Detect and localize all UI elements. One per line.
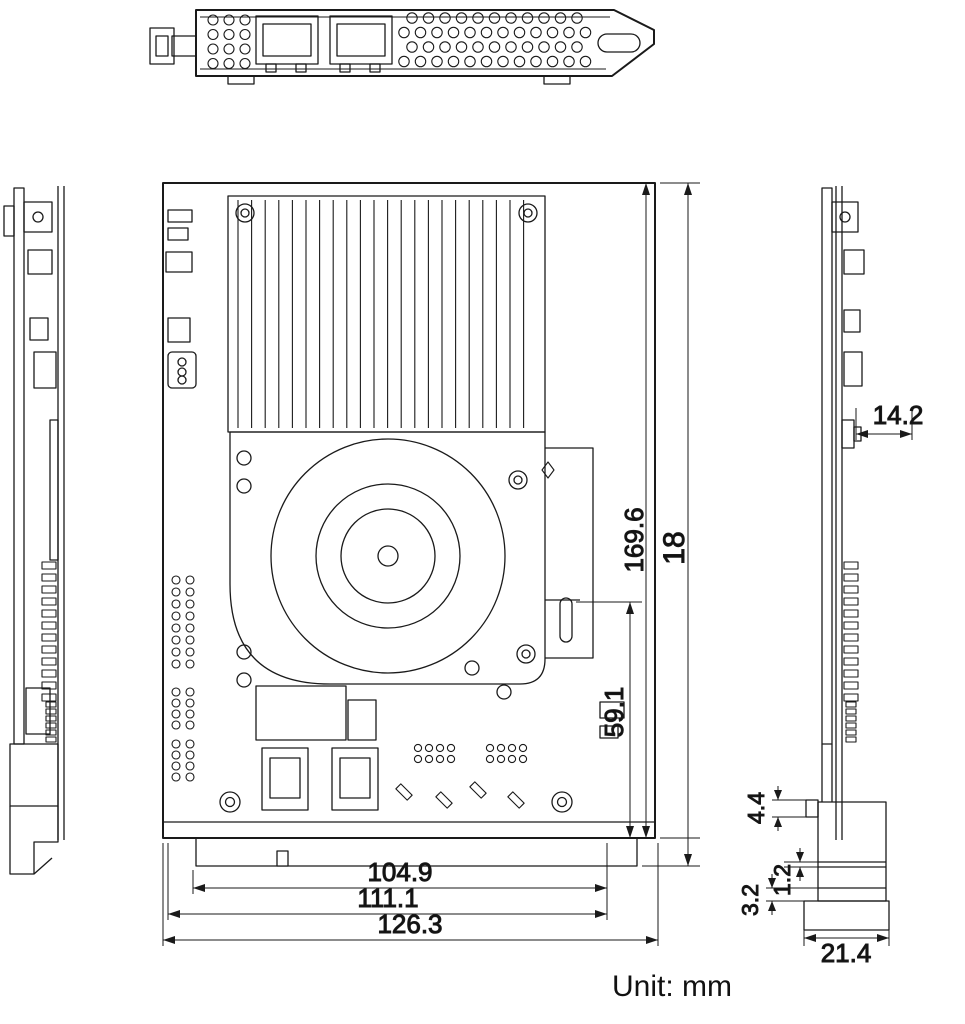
pin-header-3 (171, 739, 195, 782)
pin-header-1 (171, 575, 195, 669)
bracket-edge (821, 187, 833, 745)
unit-note: Unit: mm (612, 970, 732, 1003)
main-front-view (162, 182, 656, 867)
solder-pad-cluster-1 (413, 743, 456, 764)
bracket-top-tab (23, 201, 53, 233)
bracket-tab-left (227, 75, 255, 85)
dim-label-111-1: 111.1 (357, 883, 418, 913)
dim-label-14-2: 14.2 (873, 400, 924, 430)
fan-shroud (229, 431, 546, 685)
bracket-screw-slot (597, 33, 641, 53)
bracket-hook (149, 27, 175, 65)
pin-header-2 (171, 687, 195, 730)
dim-label-169-6: 169.6 (619, 507, 649, 572)
left-components (165, 209, 197, 389)
heatsink-screws (235, 203, 538, 223)
bottom-connectors (255, 685, 379, 811)
bracket-foot (803, 799, 890, 931)
shroud-screws (236, 450, 555, 700)
heatsink-fins (237, 200, 525, 428)
dim-label-21-4: 21.4 (821, 938, 872, 968)
mount-screws (219, 791, 573, 813)
bracket-top-tab (831, 201, 859, 233)
pin-header-side-lower (845, 701, 857, 743)
bracket-foot (9, 743, 59, 807)
solder-pad-cluster-2 (485, 743, 528, 764)
heatsink (227, 195, 546, 433)
display-connector-1 (255, 15, 319, 73)
dimension-arrowheads (163, 183, 912, 944)
dim-label-18: 18 (658, 531, 691, 564)
bracket-edge (13, 187, 25, 745)
vent-hole-group-left (207, 14, 251, 70)
bracket-tab-right (543, 75, 571, 85)
dim-label-3-2: 3.2 (737, 884, 763, 916)
pin-header-side (41, 561, 57, 702)
right-side-view (803, 186, 890, 931)
dim-label-1-2: 1.2 (769, 864, 795, 896)
pin-header-side (843, 561, 859, 702)
pcie-edge-connector (195, 838, 638, 867)
diagonal-components (395, 781, 525, 809)
display-connector-2 (329, 15, 393, 73)
dim-label-59-1: 59.1 (599, 687, 629, 738)
vent-hole-group-right (398, 12, 592, 68)
card-outline (162, 182, 656, 839)
pin-header-side-lower (45, 701, 57, 743)
blower-fan (270, 438, 506, 674)
dim-label-104-9: 104.9 (367, 857, 432, 887)
dim-label-4-4: 4.4 (743, 792, 769, 824)
bracket-top-view (149, 9, 655, 85)
pcie-key-notch (276, 850, 289, 867)
dimension-annotations: 169.6 18 59.1 104.9 111.1 126.3 14.2 4.4… (162, 182, 924, 969)
dim-label-126-3: 126.3 (377, 909, 442, 939)
left-side-view (3, 186, 65, 875)
board-edge-step (545, 447, 594, 659)
